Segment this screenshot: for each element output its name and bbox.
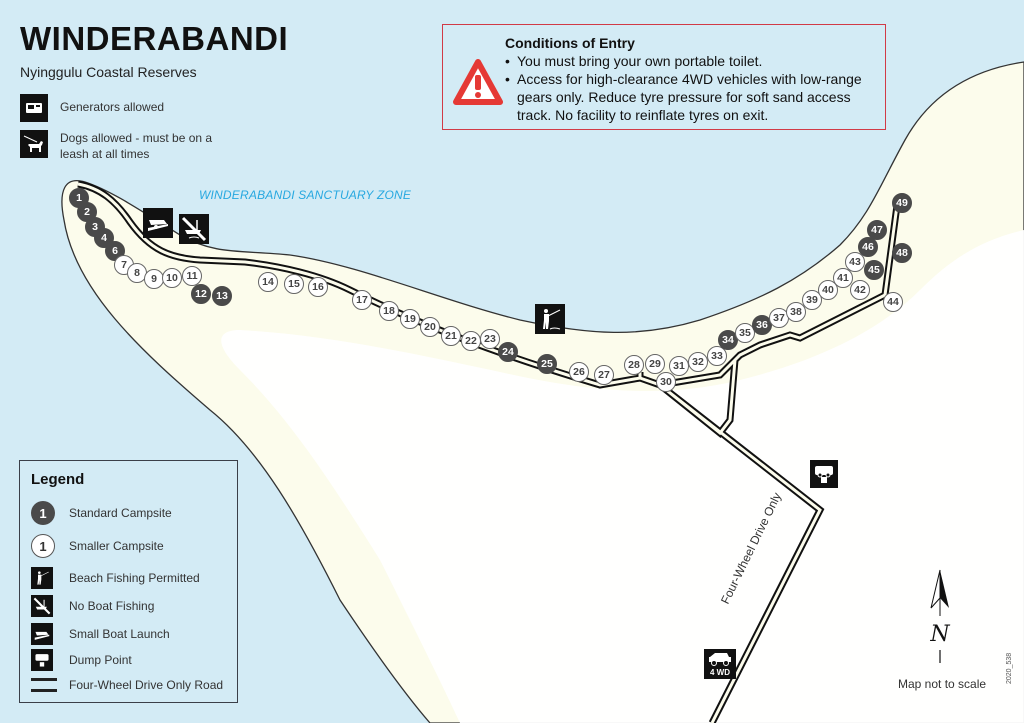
legend-item-road: Four-Wheel Drive Only Road [31, 678, 223, 692]
four-wheel-drive-badge-text: 4 WD [710, 668, 730, 677]
campsite-33[interactable]: 33 [707, 346, 727, 366]
smaller-campsite-symbol: 1 [31, 534, 55, 558]
campsite-17[interactable]: 17 [352, 290, 372, 310]
legend-box: Legend 1 Standard Campsite 1 Smaller Cam… [19, 460, 238, 703]
sanctuary-zone-label: WINDERABANDI SANCTUARY ZONE [199, 188, 412, 202]
dog-on-leash-icon [20, 130, 48, 158]
campsite-42[interactable]: 42 [850, 280, 870, 300]
campsite-21[interactable]: 21 [441, 326, 461, 346]
campsite-39[interactable]: 39 [802, 290, 822, 310]
campsite-16[interactable]: 16 [308, 277, 328, 297]
campsite-23[interactable]: 23 [480, 329, 500, 349]
campsite-11[interactable]: 11 [182, 266, 202, 286]
campsite-13[interactable]: 13 [212, 286, 232, 306]
legend-label: No Boat Fishing [69, 599, 155, 613]
campsite-43[interactable]: 43 [845, 252, 865, 272]
warning-triangle-icon [453, 59, 503, 105]
condition-item: Access for high-clearance 4WD vehicles w… [505, 70, 875, 124]
campsite-49[interactable]: 49 [892, 193, 912, 213]
campsite-22[interactable]: 22 [461, 331, 481, 351]
no-boat-fishing-icon[interactable] [179, 214, 209, 244]
legend-item-smaller-campsite: 1 Smaller Campsite [31, 534, 164, 558]
legend-label: Small Boat Launch [69, 627, 170, 641]
campsite-28[interactable]: 28 [624, 355, 644, 375]
campsite-32[interactable]: 32 [688, 352, 708, 372]
campsite-9[interactable]: 9 [144, 269, 164, 289]
campsite-19[interactable]: 19 [400, 309, 420, 329]
campsite-20[interactable]: 20 [420, 317, 440, 337]
map-subtitle: Nyinggulu Coastal Reserves [20, 64, 197, 80]
conditions-title: Conditions of Entry [505, 35, 635, 51]
legend-label: Beach Fishing Permitted [69, 571, 200, 585]
legend-title: Legend [31, 471, 85, 488]
conditions-list: You must bring your own portable toilet.… [505, 52, 875, 124]
facility-dogs: Dogs allowed - must be on a leash at all… [20, 130, 220, 162]
map-code: 2020_538 [1006, 652, 1013, 684]
facility-label: Generators allowed [60, 100, 165, 114]
facility-generators: Generators allowed [20, 94, 164, 122]
generator-icon [20, 94, 48, 122]
four-wheel-drive-badge: 4 WD [704, 649, 736, 679]
legend-item-no-boat-fishing: No Boat Fishing [31, 595, 154, 617]
campsite-15[interactable]: 15 [284, 274, 304, 294]
campsite-40[interactable]: 40 [818, 280, 838, 300]
campsite-29[interactable]: 29 [645, 354, 665, 374]
conditions-of-entry-box: Conditions of Entry You must bring your … [442, 24, 886, 130]
beach-fishing-icon [31, 567, 53, 589]
campsite-31[interactable]: 31 [669, 356, 689, 376]
north-label: N [929, 622, 950, 647]
campsite-27[interactable]: 27 [594, 365, 614, 385]
small-boat-launch-icon[interactable] [143, 208, 173, 238]
campsite-47[interactable]: 47 [867, 220, 887, 240]
map-title: WINDERABANDI [20, 20, 289, 57]
inland-area [221, 230, 1024, 723]
campsite-12[interactable]: 12 [191, 284, 211, 304]
legend-label: Dump Point [69, 653, 132, 667]
facility-label: Dogs allowed - must be on a leash at all… [60, 131, 213, 161]
dump-point-icon[interactable] [810, 460, 838, 488]
small-boat-launch-icon [31, 623, 53, 645]
standard-campsite-symbol: 1 [31, 501, 55, 525]
campsite-18[interactable]: 18 [379, 301, 399, 321]
campsite-26[interactable]: 26 [569, 362, 589, 382]
campsite-10[interactable]: 10 [162, 268, 182, 288]
dump-point-icon [31, 649, 53, 671]
campsite-14[interactable]: 14 [258, 272, 278, 292]
campsite-25[interactable]: 25 [537, 354, 557, 374]
campsite-45[interactable]: 45 [864, 260, 884, 280]
legend-item-beach-fishing: Beach Fishing Permitted [31, 567, 200, 589]
legend-item-dump-point: Dump Point [31, 649, 132, 671]
scale-note: Map not to scale [898, 677, 987, 691]
legend-label: Four-Wheel Drive Only Road [69, 678, 224, 692]
legend-label: Smaller Campsite [69, 539, 164, 553]
no-boat-fishing-icon [31, 595, 53, 617]
campsite-48[interactable]: 48 [892, 243, 912, 263]
beach-fishing-icon[interactable] [535, 304, 565, 334]
north-arrow-icon: N [929, 569, 950, 663]
campsite-44[interactable]: 44 [883, 292, 903, 312]
campsite-46[interactable]: 46 [858, 237, 878, 257]
campsite-24[interactable]: 24 [498, 342, 518, 362]
campsite-30[interactable]: 30 [656, 372, 676, 392]
legend-item-standard-campsite: 1 Standard Campsite [31, 501, 172, 525]
legend-item-small-boat-launch: Small Boat Launch [31, 623, 170, 645]
road-line-symbol [31, 678, 57, 692]
campsite-35[interactable]: 35 [735, 323, 755, 343]
condition-item: You must bring your own portable toilet. [505, 52, 875, 70]
campsite-38[interactable]: 38 [786, 302, 806, 322]
legend-label: Standard Campsite [69, 506, 172, 520]
campsite-41[interactable]: 41 [833, 268, 853, 288]
